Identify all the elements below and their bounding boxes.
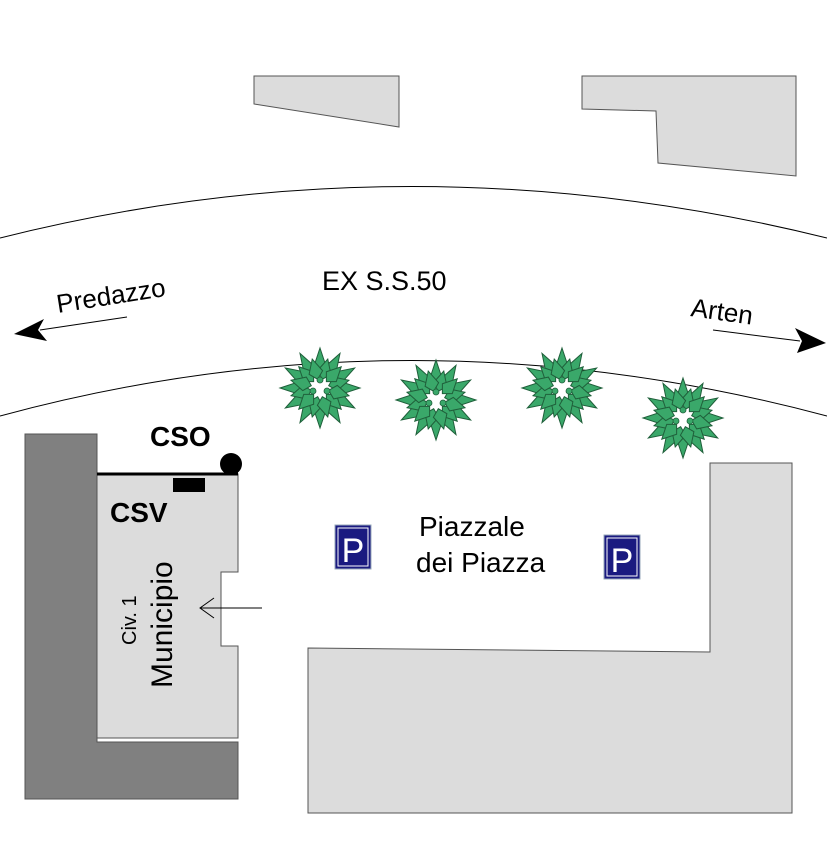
tree-icon <box>521 347 603 429</box>
csv-label: CSV <box>110 497 168 528</box>
tree-icon <box>642 377 724 459</box>
direction-label-arten: Arten <box>689 292 755 330</box>
road-name: EX S.S.50 <box>322 266 447 296</box>
cso-label: CSO <box>150 421 211 452</box>
road-edge-south <box>0 360 827 417</box>
parking-symbol: P <box>611 542 634 580</box>
tree-icon <box>395 359 477 441</box>
entrance-arrow <box>199 597 262 619</box>
building-municipio <box>96 473 239 739</box>
building-top-right <box>581 75 797 177</box>
parking-symbol: P <box>342 532 365 570</box>
direction-arrow-arten <box>712 328 826 353</box>
square-label-line2: dei Piazza <box>416 547 546 578</box>
direction-label-predazzo: Predazzo <box>54 272 167 319</box>
road-edge-north <box>0 186 827 239</box>
parking-sign-left: P <box>334 524 372 570</box>
building-civic-label: Civ. 1 <box>119 595 141 645</box>
tree-icon <box>279 347 361 429</box>
csv-marker <box>173 478 205 492</box>
cso-marker <box>220 453 242 475</box>
building-bottom-right <box>307 462 793 814</box>
parking-sign-right: P <box>603 534 641 580</box>
building-top-left <box>253 75 400 128</box>
building-dark-outer <box>24 433 239 800</box>
square-label-line1: Piazzale <box>419 511 525 542</box>
building-name-label: Municipio <box>146 561 179 688</box>
direction-arrow-predazzo <box>14 316 128 341</box>
